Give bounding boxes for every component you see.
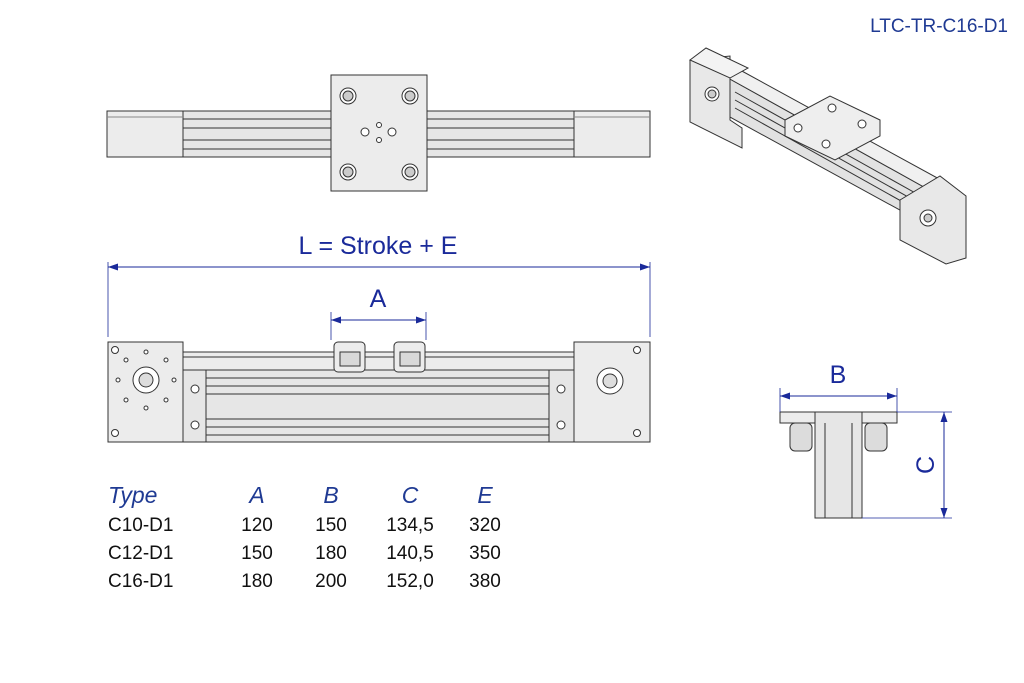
table-row: C10-D1 120 150 134,5 320 [108, 512, 521, 540]
dimension-a-label: A [370, 285, 387, 313]
product-code: LTC-TR-C16-D1 [870, 16, 1008, 37]
side-right-wheel [864, 422, 888, 452]
cell-c: 152,0 [386, 571, 434, 592]
carriage-wheel-icons [333, 341, 426, 373]
cell-e: 350 [469, 543, 501, 564]
side-view [779, 411, 898, 519]
cell-a: 180 [241, 571, 273, 592]
table-row: C16-D1 180 200 152,0 380 [108, 568, 521, 596]
side-rail-profile [814, 411, 863, 519]
cell-b: 150 [315, 515, 347, 536]
table-header-row: Type A B C E [108, 478, 521, 512]
side-left-wheel [789, 422, 813, 452]
iso-left-end-block [689, 55, 743, 149]
table-row: C12-D1 150 180 140,5 350 [108, 540, 521, 568]
length-dimension: L = Stroke + E [107, 232, 651, 337]
front-rail-top [182, 351, 575, 371]
front-mounting-hole-icons [111, 346, 641, 437]
cell-a: 120 [241, 515, 273, 536]
dimension-b: B [779, 361, 898, 412]
isometric-view [689, 47, 967, 265]
dimension-c: C [862, 411, 952, 519]
cell-b: 180 [315, 543, 347, 564]
dimensions-table: Type A B C E C10-D1 120 150 134,5 320 C1… [108, 478, 521, 596]
top-rail-right-end [573, 110, 651, 158]
idler-pulley-icon [596, 367, 624, 395]
cell-type: C10-D1 [108, 515, 174, 536]
iso-carriage-plate [784, 95, 881, 161]
top-view [106, 74, 651, 192]
front-rail-body [182, 369, 575, 443]
top-rail-left-end [106, 110, 184, 158]
cell-c: 140,5 [386, 543, 434, 564]
dimension-c-label: C [912, 456, 940, 474]
header-type: Type [108, 481, 158, 508]
cell-a: 150 [241, 543, 273, 564]
pulley-flange-icon [115, 349, 177, 411]
cell-type: C16-D1 [108, 571, 174, 592]
carriage-bolt-icons [339, 87, 419, 181]
cell-type: C12-D1 [108, 543, 174, 564]
cell-c: 134,5 [386, 515, 434, 536]
length-formula-label: L = Stroke + E [299, 232, 458, 260]
cell-b: 200 [315, 571, 347, 592]
cell-e: 320 [469, 515, 501, 536]
front-view [107, 341, 651, 443]
cell-e: 380 [469, 571, 501, 592]
header-b: B [323, 481, 339, 508]
header-c: C [401, 481, 419, 508]
header-a: A [249, 481, 265, 508]
dimension-a: A [330, 285, 427, 340]
dimension-b-label: B [830, 361, 847, 389]
header-e: E [477, 481, 493, 508]
